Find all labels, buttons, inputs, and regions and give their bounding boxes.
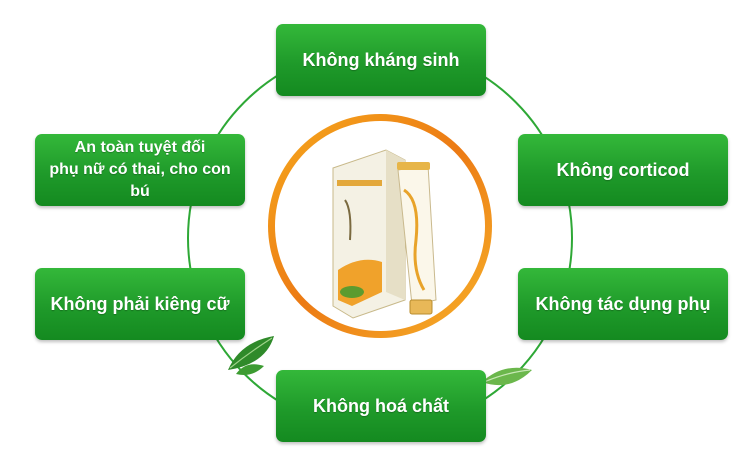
feature-safe-pregnancy: An toàn tuyệt đối phụ nữ có thai, cho co… [35,134,245,206]
feature-label: Không tác dụng phụ [535,294,711,314]
feature-no-side-effects: Không tác dụng phụ [518,268,728,340]
feature-no-antibiotics: Không kháng sinh [276,24,486,96]
leaf-icon [482,367,532,386]
feature-label: Không corticod [556,160,690,180]
feature-no-corticoid: Không corticod [518,134,728,206]
feature-label: Không phải kiêng cữ [50,294,230,314]
feature-label-line-1: An toàn tuyệt đối [74,139,206,156]
feature-no-abstinence: Không phải kiêng cữ [35,268,245,340]
feature-no-chemicals: Không hoá chất [276,370,486,442]
feature-label: Không hoá chất [313,396,449,416]
leaf-icon [228,336,274,375]
feature-label: Không kháng sinh [302,50,460,70]
feature-label-line-2: phụ nữ có thai, cho con bú [49,161,231,200]
